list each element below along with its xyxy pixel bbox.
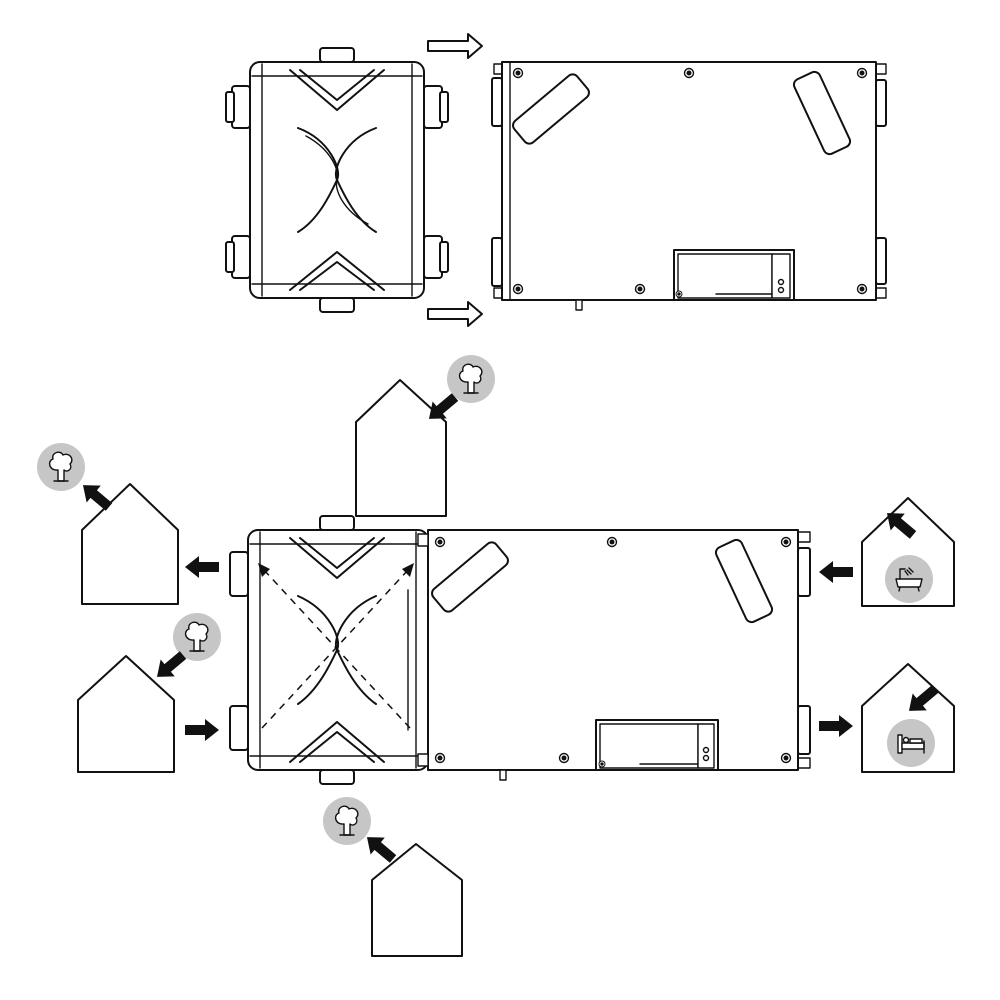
heat-exchanger-inserted	[229, 515, 429, 785]
bed-icon	[886, 718, 936, 768]
tree-icon	[446, 354, 496, 404]
heat-exchanger-core	[225, 47, 449, 313]
house-lower-right	[819, 663, 955, 773]
exploded-assembly	[225, 33, 887, 327]
unit-housing-top	[491, 61, 887, 311]
tree-icon	[322, 796, 372, 846]
house-lower-left	[77, 612, 222, 773]
insert-arrow-bottom-icon	[427, 301, 483, 327]
bathtub-icon	[884, 554, 934, 604]
assembled-unit	[36, 354, 955, 957]
insert-arrow-top-icon	[427, 33, 483, 59]
tree-icon	[36, 442, 86, 492]
house-bottom-center	[322, 796, 463, 957]
house-top-center	[355, 354, 496, 517]
house-upper-left	[36, 442, 219, 605]
unit-housing-bottom	[407, 529, 811, 781]
house-upper-right	[819, 497, 955, 607]
